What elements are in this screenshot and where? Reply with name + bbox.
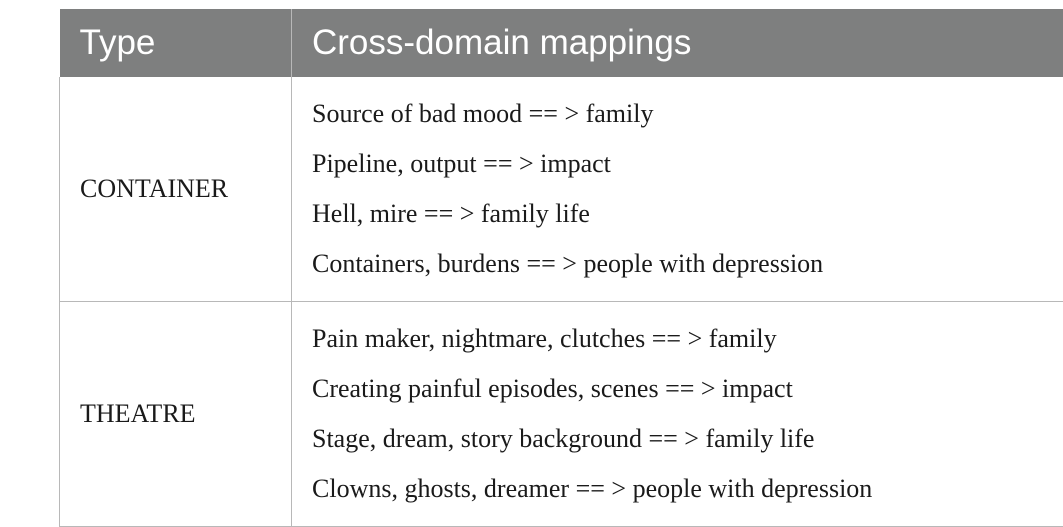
- type-cell-container: CONTAINER: [60, 77, 292, 302]
- mapping-table-container: Type Cross-domain mappings CONTAINER Sou…: [59, 9, 1063, 527]
- mapping-line: Stage, dream, story background == > fami…: [312, 414, 1063, 464]
- mapping-line: Pipeline, output == > impact: [312, 139, 1063, 189]
- mapping-line: Containers, burdens == > people with dep…: [312, 239, 1063, 289]
- mappings-cell-theatre: Pain maker, nightmare, clutches == > fam…: [292, 302, 1063, 527]
- mapping-line: Source of bad mood == > family: [312, 89, 1063, 139]
- table-row: THEATRE Pain maker, nightmare, clutches …: [60, 302, 1063, 527]
- header-row: Type Cross-domain mappings: [60, 9, 1063, 77]
- mapping-line: Clowns, ghosts, dreamer == > people with…: [312, 464, 1063, 514]
- header-type: Type: [60, 9, 292, 77]
- mapping-line: Creating painful episodes, scenes == > i…: [312, 364, 1063, 414]
- mapping-table: Type Cross-domain mappings CONTAINER Sou…: [59, 9, 1063, 527]
- header-cross-domain-mappings: Cross-domain mappings: [292, 9, 1063, 77]
- table-header: Type Cross-domain mappings: [60, 9, 1063, 77]
- mappings-cell-container: Source of bad mood == > family Pipeline,…: [292, 77, 1063, 302]
- table-body: CONTAINER Source of bad mood == > family…: [60, 77, 1063, 527]
- mapping-line: Hell, mire == > family life: [312, 189, 1063, 239]
- type-cell-theatre: THEATRE: [60, 302, 292, 527]
- mapping-line: Pain maker, nightmare, clutches == > fam…: [312, 314, 1063, 364]
- table-row: CONTAINER Source of bad mood == > family…: [60, 77, 1063, 302]
